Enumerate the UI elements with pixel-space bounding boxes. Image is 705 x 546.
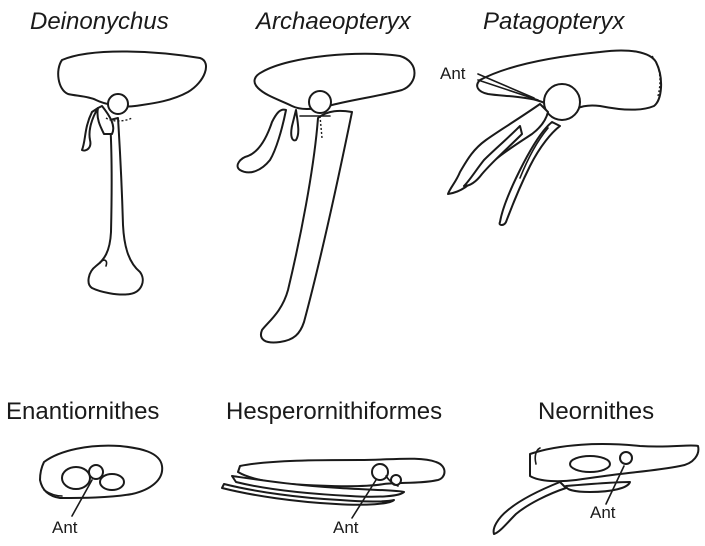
- archaeopteryx-pelvis: [238, 54, 415, 343]
- deinonychus-pelvis: [58, 52, 206, 295]
- patagopteryx-pelvis: [448, 50, 661, 225]
- enantiornithes-pelvis: [40, 446, 162, 516]
- neornithes-pelvis: [494, 444, 699, 534]
- hesperornithiformes-pelvis: [222, 459, 445, 518]
